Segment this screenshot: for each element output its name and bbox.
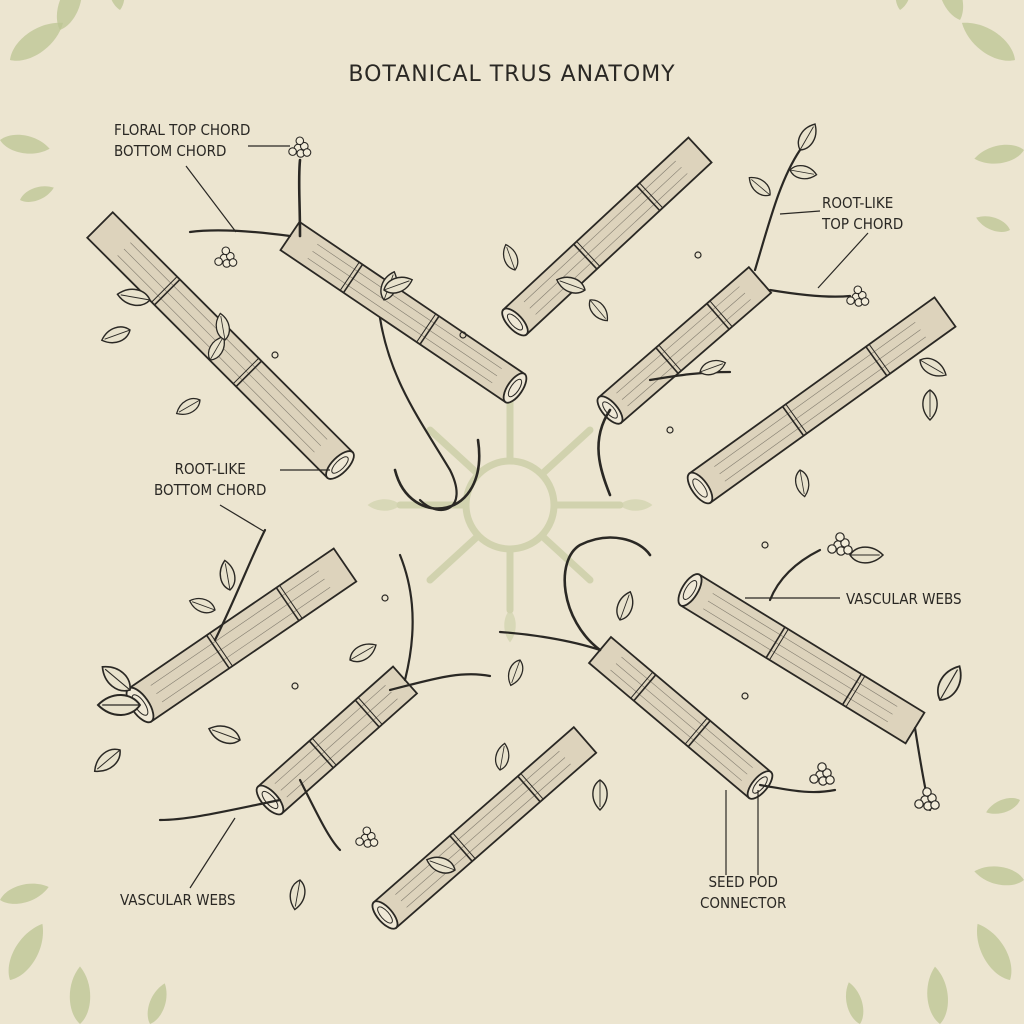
leaf-icon bbox=[915, 353, 951, 382]
seed-dot bbox=[459, 331, 467, 339]
leaf-icon bbox=[922, 389, 938, 421]
branch-upper-right bbox=[596, 265, 773, 425]
label-root-like-top-line1: ROOT-LIKE bbox=[822, 194, 894, 212]
seed-dot bbox=[291, 682, 299, 690]
label-root-like-top-line2: TOP CHORD bbox=[822, 215, 904, 233]
seed-dot bbox=[381, 594, 389, 602]
leaf-icon bbox=[186, 594, 218, 617]
branch-lower-center-y bbox=[255, 665, 419, 816]
leaf-icon bbox=[612, 588, 638, 624]
label-leader-lines bbox=[185, 145, 869, 889]
leaf-icon bbox=[97, 694, 141, 716]
label-vascular-webs-left: VASCULAR WEBS bbox=[120, 890, 236, 911]
leaf-icon bbox=[931, 660, 969, 706]
diagram-title: BOTANICAL TRUS ANATOMY bbox=[348, 62, 676, 87]
leaf-icon bbox=[592, 779, 608, 811]
label-seed-pod-line2: CONNECTOR bbox=[700, 894, 787, 912]
label-floral-top-chord-line1: FLORAL TOP CHORD bbox=[114, 121, 251, 139]
leaf-icon bbox=[88, 743, 126, 778]
leaf-icon bbox=[584, 295, 613, 326]
seed-cluster-icon bbox=[355, 826, 379, 848]
label-seed-pod-line1: SEED POD bbox=[708, 873, 778, 891]
leaf-icon bbox=[345, 638, 381, 667]
label-vascular-webs-right-text: VASCULAR WEBS bbox=[846, 590, 962, 608]
label-floral-top-chord: FLORAL TOP CHORD BOTTOM CHORD bbox=[114, 120, 250, 162]
leaf-icon bbox=[493, 741, 512, 772]
branch-top-center bbox=[501, 136, 713, 337]
leaf-icon bbox=[793, 119, 822, 155]
branch-right bbox=[686, 296, 957, 505]
label-vascular-webs-left-text: VASCULAR WEBS bbox=[120, 891, 236, 909]
branch-lower-right-y bbox=[587, 635, 774, 800]
label-root-like-bottom-line2: BOTTOM CHORD bbox=[154, 481, 267, 499]
label-root-like-bottom-chord: ROOT-LIKE BOTTOM CHORD bbox=[154, 459, 266, 501]
label-seed-pod-connector: SEED POD CONNECTOR bbox=[700, 872, 786, 914]
leaf-icon bbox=[499, 241, 522, 273]
leaf-icon bbox=[849, 546, 884, 564]
branch-upper-y bbox=[279, 220, 528, 404]
center-motif bbox=[367, 367, 653, 643]
label-root-like-top-chord: ROOT-LIKE TOP CHORD bbox=[822, 193, 903, 235]
leaf-icon bbox=[287, 878, 308, 912]
branch-lower-right bbox=[677, 573, 926, 745]
leaf-icon bbox=[793, 468, 812, 499]
seed-dot bbox=[741, 692, 749, 700]
seed-dot bbox=[761, 541, 769, 549]
leaf-icon bbox=[744, 172, 775, 201]
seed-cluster-icon bbox=[214, 246, 238, 268]
leaf-icon bbox=[98, 322, 134, 348]
leaf-icon bbox=[788, 163, 819, 182]
seed-cluster-icon bbox=[809, 762, 835, 786]
label-bottom-chord-line2: BOTTOM CHORD bbox=[114, 142, 227, 160]
branch-lower-center bbox=[371, 725, 598, 930]
seed-cluster-icon bbox=[827, 532, 853, 556]
leaf-icon bbox=[504, 657, 527, 689]
branch-group bbox=[85, 119, 969, 930]
leaf-icon bbox=[217, 558, 238, 592]
seed-cluster-icon bbox=[288, 136, 312, 158]
leaf-icon bbox=[697, 356, 729, 379]
seed-dot bbox=[271, 351, 279, 359]
label-vascular-webs-right: VASCULAR WEBS bbox=[846, 589, 962, 610]
label-root-like-bottom-line1: ROOT-LIKE bbox=[174, 460, 246, 478]
seed-dot bbox=[694, 251, 702, 259]
seed-cluster-icon bbox=[914, 787, 940, 811]
seed-dot bbox=[666, 426, 674, 434]
leaf-icon bbox=[172, 393, 204, 420]
leaf-icon bbox=[205, 720, 244, 749]
branch-lower-left bbox=[125, 547, 358, 724]
